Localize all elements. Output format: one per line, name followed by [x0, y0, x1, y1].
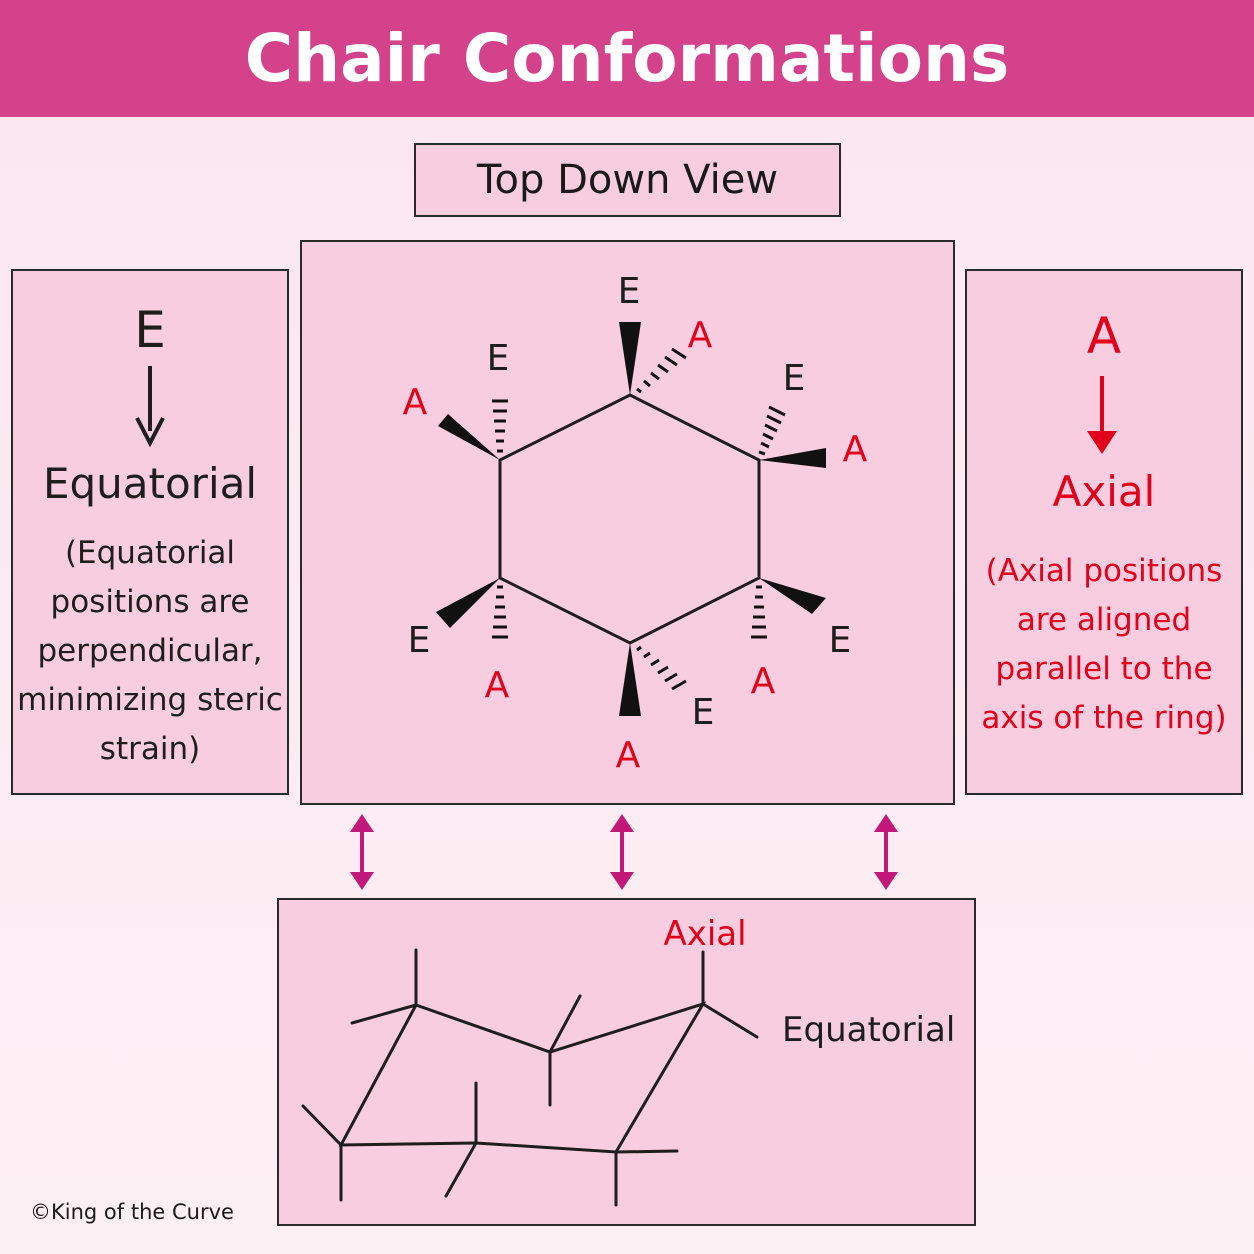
a-label: A	[616, 735, 641, 776]
chair-diagram: Axial Equatorial	[301, 914, 955, 1207]
equatorial-label: Equatorial	[782, 1010, 955, 1050]
down-arrow-icon	[1087, 376, 1117, 454]
desc-line: perpendicular,	[37, 633, 263, 669]
e-label: E	[408, 620, 431, 661]
equatorial-letter: E	[134, 301, 166, 359]
equatorial-title: Equatorial	[42, 459, 258, 508]
a-label: A	[485, 665, 510, 706]
desc-line: parallel to the	[995, 651, 1213, 687]
e-label: E	[783, 358, 806, 399]
double-arrow-icon	[874, 814, 898, 890]
a-label: A	[688, 315, 713, 356]
title-banner: Chair Conformations	[0, 0, 1254, 117]
desc-line: (Axial positions	[985, 553, 1223, 589]
double-arrow-icon	[350, 814, 374, 890]
chair-ring	[338, 1001, 707, 1154]
desc-line: are aligned	[1016, 602, 1192, 638]
wedge-bond	[438, 414, 500, 460]
wedge-bond	[619, 643, 641, 716]
wedge-bond	[759, 578, 826, 614]
hash-bond	[636, 645, 687, 691]
desc-line: axis of the ring)	[981, 700, 1227, 736]
subtitle-box: Top Down View	[414, 143, 841, 217]
subtitle-text: Top Down View	[476, 157, 779, 203]
e-label: E	[487, 338, 510, 379]
chair-conformation-panel: Axial Equatorial	[277, 898, 976, 1226]
axial-description: (Axial positions are aligned parallel to…	[967, 547, 1241, 743]
down-arrow-icon	[135, 366, 165, 448]
page-title: Chair Conformations	[244, 20, 1010, 97]
hash-bond	[758, 405, 786, 456]
axial-letter: A	[1086, 307, 1122, 365]
wedge-bond	[436, 578, 500, 628]
a-label: A	[751, 661, 776, 702]
hash-bond	[751, 585, 767, 639]
wedge-bond	[619, 322, 641, 395]
desc-line: (Equatorial	[64, 535, 236, 571]
hash-bond	[492, 585, 508, 639]
e-label: E	[618, 271, 641, 312]
axial-panel: A Axial (Axial positions are aligned par…	[965, 269, 1243, 795]
hash-bond	[492, 399, 508, 453]
axial-title: Axial	[1052, 467, 1156, 516]
e-label: E	[692, 692, 715, 733]
equatorial-panel: E Equatorial (Equatorial positions are p…	[11, 269, 289, 795]
desc-line: minimizing steric	[17, 682, 283, 718]
hash-bond	[636, 347, 687, 394]
a-label: A	[403, 382, 428, 423]
e-label: E	[829, 620, 852, 661]
wedge-bond	[759, 448, 826, 468]
hexagon-diagram: E A E A E A	[403, 271, 868, 776]
equatorial-description: (Equatorial positions are perpendicular,…	[13, 529, 287, 774]
desc-line: positions are	[50, 584, 250, 620]
double-arrow-icon	[610, 814, 634, 890]
axial-label: Axial	[663, 914, 746, 954]
a-label: A	[843, 429, 868, 470]
credit-text: ©King of the Curve	[30, 1200, 234, 1224]
desc-line: strain)	[99, 731, 201, 767]
top-down-view-panel: E A E A E A	[300, 240, 955, 805]
